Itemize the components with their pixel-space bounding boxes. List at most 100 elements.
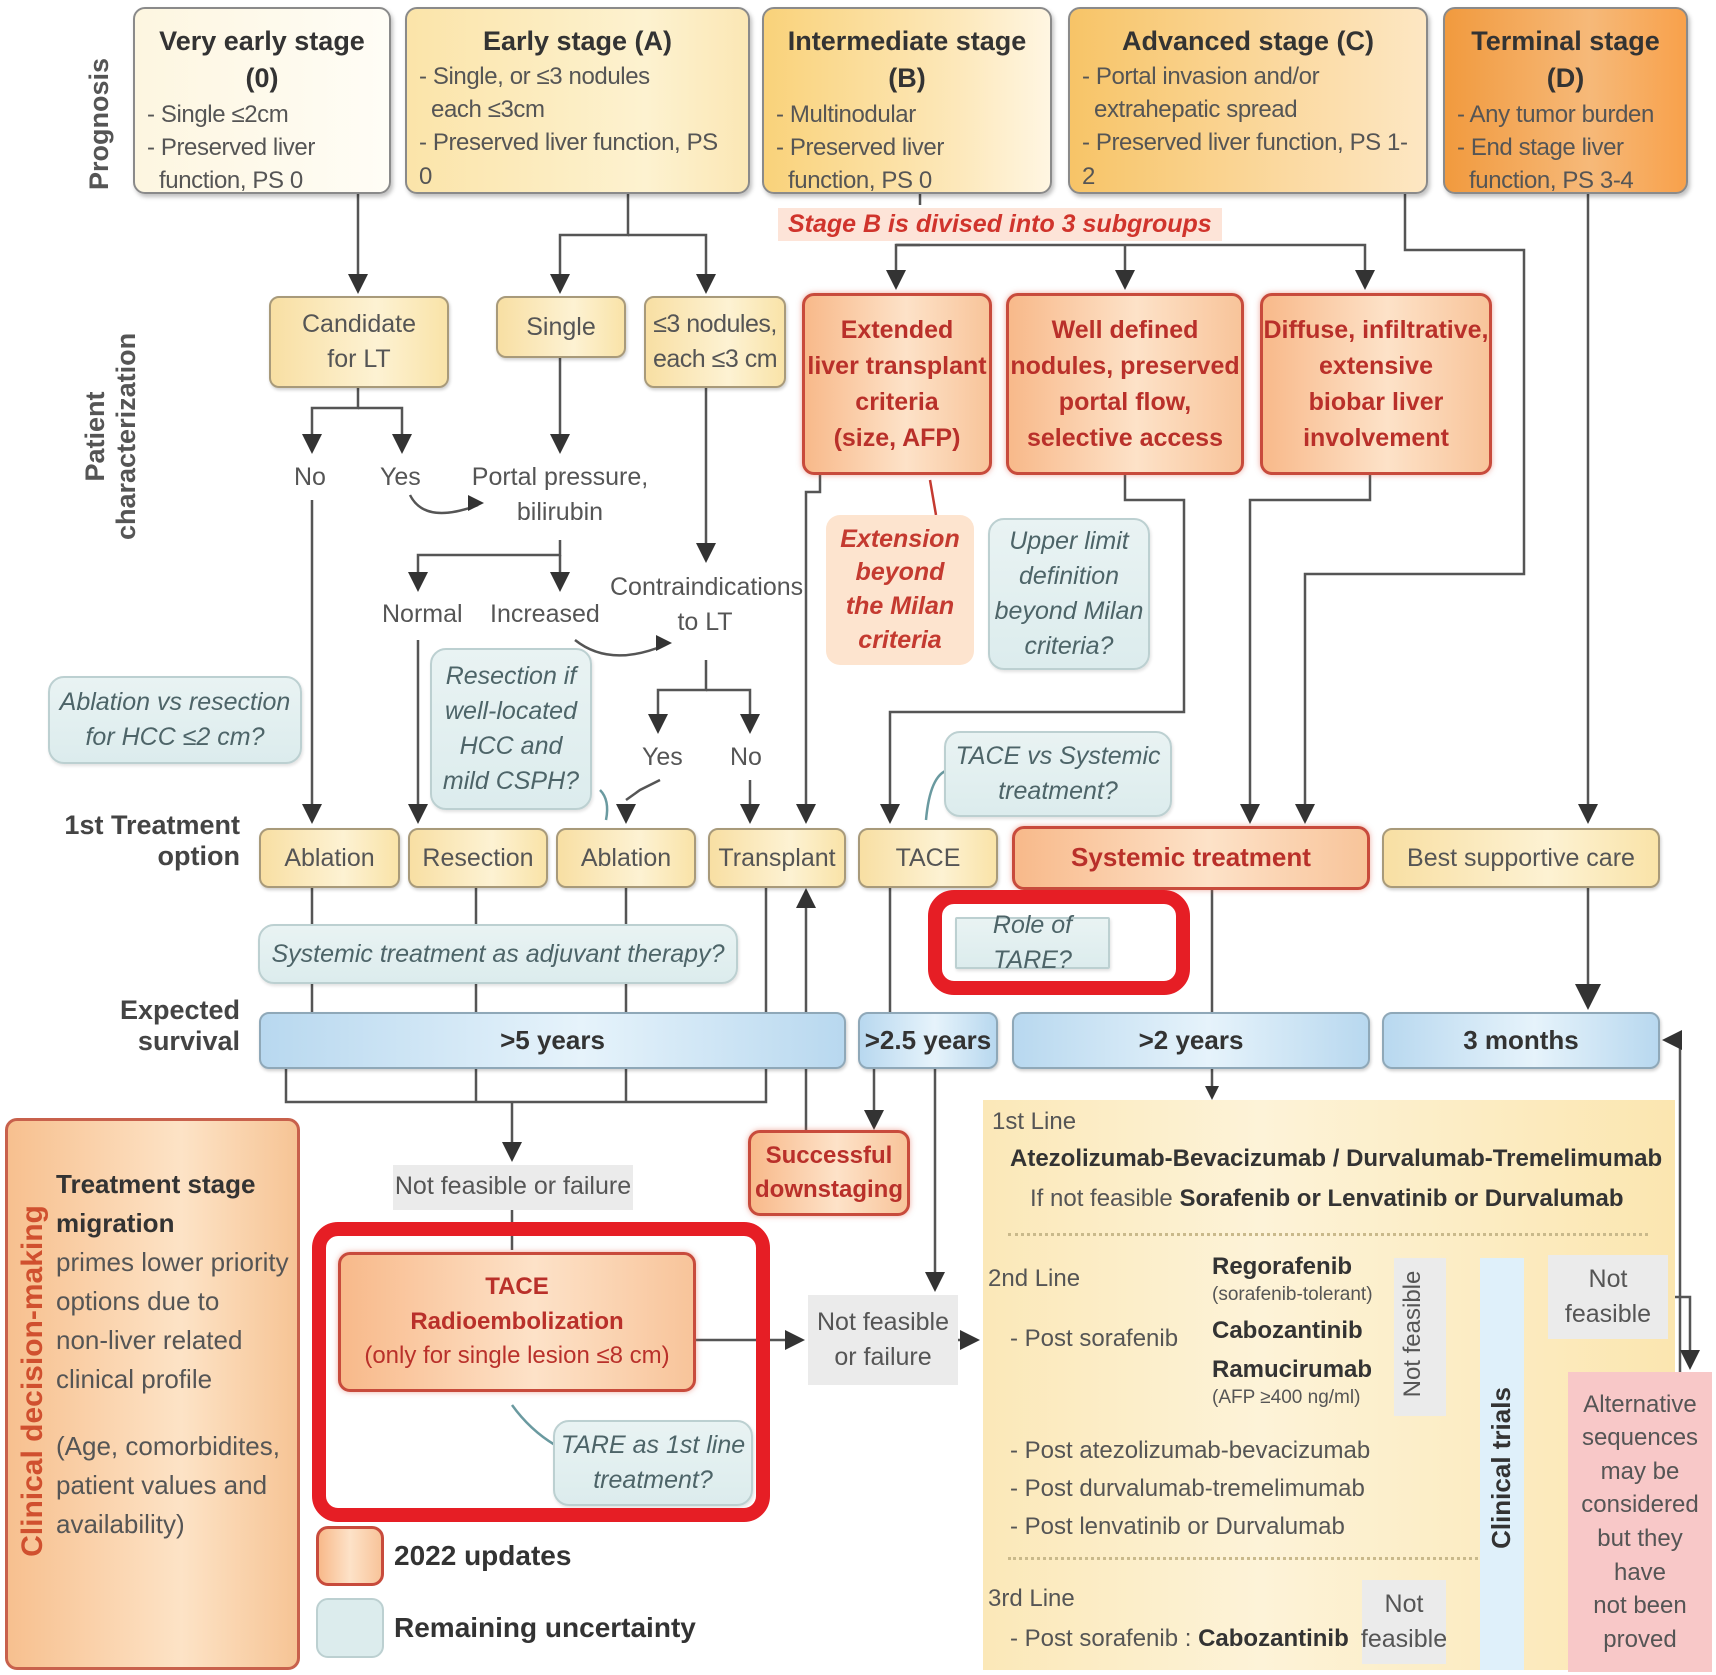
stage-criterion: function, PS 3-4 <box>1469 166 1634 194</box>
stage-title: Early stage (A) <box>482 26 673 56</box>
tace-radio-note: (only for single lesion ≤8 cm) <box>364 1342 670 1370</box>
cdm-heading-line2: migration <box>56 1208 175 1238</box>
tace-radioembolization-box: TACE Radioembolization (only for single … <box>338 1252 696 1392</box>
tace-radio-subtitle: Radioembolization <box>410 1307 624 1335</box>
subgroup-line: criteria <box>855 388 939 416</box>
candidate-for-lt-box: Candidate for LT <box>269 296 449 388</box>
note-line: well-located <box>444 697 577 725</box>
alt-line: not been <box>1593 1592 1687 1620</box>
subgroup-well-defined-nodules: Well defined nodules, preserved portal f… <box>1006 293 1244 475</box>
line1-alternatives: If not feasible Sorafenib or Lenvatinib … <box>1030 1182 1624 1217</box>
contraindications-line1: Contraindications <box>610 573 804 601</box>
alt-line: sequences <box>1581 1424 1699 1452</box>
subgroup-line: Extended <box>840 315 954 344</box>
not-feasible-vertical: Not feasible <box>1394 1258 1446 1416</box>
nodules-label: ≤3 nodules, each ≤3 cm <box>652 310 778 373</box>
contraindications-label: Contraindications to LT <box>610 570 804 640</box>
note-line: beyond Milan <box>994 597 1144 625</box>
arrowhead <box>550 572 570 592</box>
cdm-body-line: non-liver related <box>56 1325 243 1355</box>
alt-line: Alternative <box>1583 1390 1697 1418</box>
arrowhead <box>408 804 428 824</box>
note-line: Extension <box>840 524 960 553</box>
clinical-decision-body: Treatment stage migration primes lower p… <box>56 1165 289 1544</box>
arrowhead <box>796 888 816 908</box>
subgroup-line: liver transplant <box>807 351 987 380</box>
note-line: Upper limit <box>1009 527 1129 555</box>
line1-alt-prefix: If not feasible <box>1030 1185 1173 1212</box>
arrowhead <box>1295 804 1315 824</box>
alt-line: may be <box>1600 1457 1680 1485</box>
ramucirumab: Ramucirumab <box>1212 1356 1373 1384</box>
note-extension-milan: Extension beyond the Milan criteria <box>826 515 974 665</box>
survival-2-5-years: >2.5 years <box>858 1012 998 1069</box>
arrowhead <box>740 804 760 824</box>
note-role-of-tare: Role of TARE? <box>955 911 1110 974</box>
treatment-label: Ablation <box>580 843 672 872</box>
note-line: TACE vs Systemic <box>955 742 1161 770</box>
nodules-box: ≤3 nodules, each ≤3 cm <box>644 296 786 388</box>
not-feasible-or-failure-2: Not feasible or failure <box>808 1295 958 1385</box>
stage-title: Advanced stage (C) <box>1121 26 1375 56</box>
arrowhead <box>696 543 716 563</box>
line3-prefix: - Post sorafenib : <box>1010 1625 1192 1652</box>
note-resection-if-well-located: Resection if well-located HCC and mild C… <box>430 648 592 810</box>
arrowhead <box>886 270 906 290</box>
increased-label: Increased <box>490 600 600 628</box>
stage-criterion: - Any tumor burden <box>1457 100 1654 128</box>
treatment-label: Best supportive care <box>1407 843 1635 872</box>
arrowhead <box>392 434 412 454</box>
not-feasible-vertical-label: Not feasible <box>1399 1270 1426 1398</box>
connector <box>656 660 708 730</box>
alt-line: considered <box>1581 1491 1699 1519</box>
note-line: criteria? <box>1024 632 1114 660</box>
row-label-first-treatment-line1: 1st Treatment <box>64 810 240 840</box>
line1-label: 1st Line <box>992 1108 1077 1135</box>
stage-criterion: - Single ≤2cm <box>147 100 289 128</box>
arrowhead <box>550 274 570 294</box>
line1-alt-drugs: Sorafenib or Lenvatinib or Durvalumab <box>1179 1185 1624 1212</box>
post-atezo-bev: - Post atezolizumab-bevacizumab <box>1010 1437 1371 1464</box>
subgroup-line: extensive <box>1319 351 1433 380</box>
connector <box>310 388 360 450</box>
row-label-patient-line2: characterization <box>111 332 142 540</box>
arrowhead <box>408 572 428 592</box>
row-label-patient-line1: Patient <box>80 391 110 482</box>
regorafenib: Regorafenib <box>1212 1253 1353 1280</box>
note-line: treatment? <box>998 777 1118 805</box>
stage-title: Very early stage (0) <box>159 26 365 94</box>
nf-line: feasible <box>1564 1300 1652 1328</box>
survival-5-years: >5 years <box>259 1012 846 1069</box>
legend-swatch-uncertainty <box>316 1598 384 1658</box>
arrowhead <box>1578 804 1598 824</box>
treatment-label: TACE <box>895 843 961 872</box>
subgroup-line: biobar liver <box>1308 388 1444 416</box>
subgroup-line: Well defined <box>1051 315 1199 344</box>
contraindications-no-label: No <box>730 743 762 771</box>
line2-label: 2nd Line <box>988 1265 1081 1292</box>
connector <box>706 688 752 730</box>
normal-label: Normal <box>382 600 463 628</box>
arrowhead <box>302 434 322 454</box>
not-feasible-3rd-line: Not feasible <box>1361 1580 1447 1664</box>
note-line: the Milan <box>845 592 955 620</box>
tace-radio-title: TACE <box>485 1272 549 1300</box>
connector <box>416 540 562 588</box>
line1-drugs: Atezolizumab-Bevacizumab / Durvalumab-Tr… <box>1010 1145 1663 1172</box>
alt-line: proved <box>1603 1625 1677 1653</box>
stage-criterion: function, PS 0 <box>159 166 303 194</box>
highlight-tace-radioembolization <box>312 1222 770 1522</box>
cdm-heading-line1: Treatment stage <box>56 1169 256 1199</box>
successful-downstaging: Successful downstaging <box>748 1130 910 1216</box>
treatment-tace: TACE <box>858 828 998 888</box>
second-line-sorafenib-options: Regorafenib (sorafenib-tolerant) Cabozan… <box>1212 1250 1373 1411</box>
subgroup-line: (size, AFP) <box>833 424 961 453</box>
arrowhead <box>648 714 668 734</box>
stage-title: Terminal stage (D) <box>1471 26 1660 94</box>
survival-3-months: 3 months <box>1382 1012 1660 1069</box>
ramucirumab-note: (AFP ≥400 ng/ml) <box>1212 1386 1361 1408</box>
single-box: Single <box>496 296 626 358</box>
stage-title: Intermediate stage (B) <box>787 26 1027 94</box>
stage-early: Early stage (A) - Single, or ≤3 nodules … <box>405 7 750 194</box>
connector <box>625 778 661 802</box>
